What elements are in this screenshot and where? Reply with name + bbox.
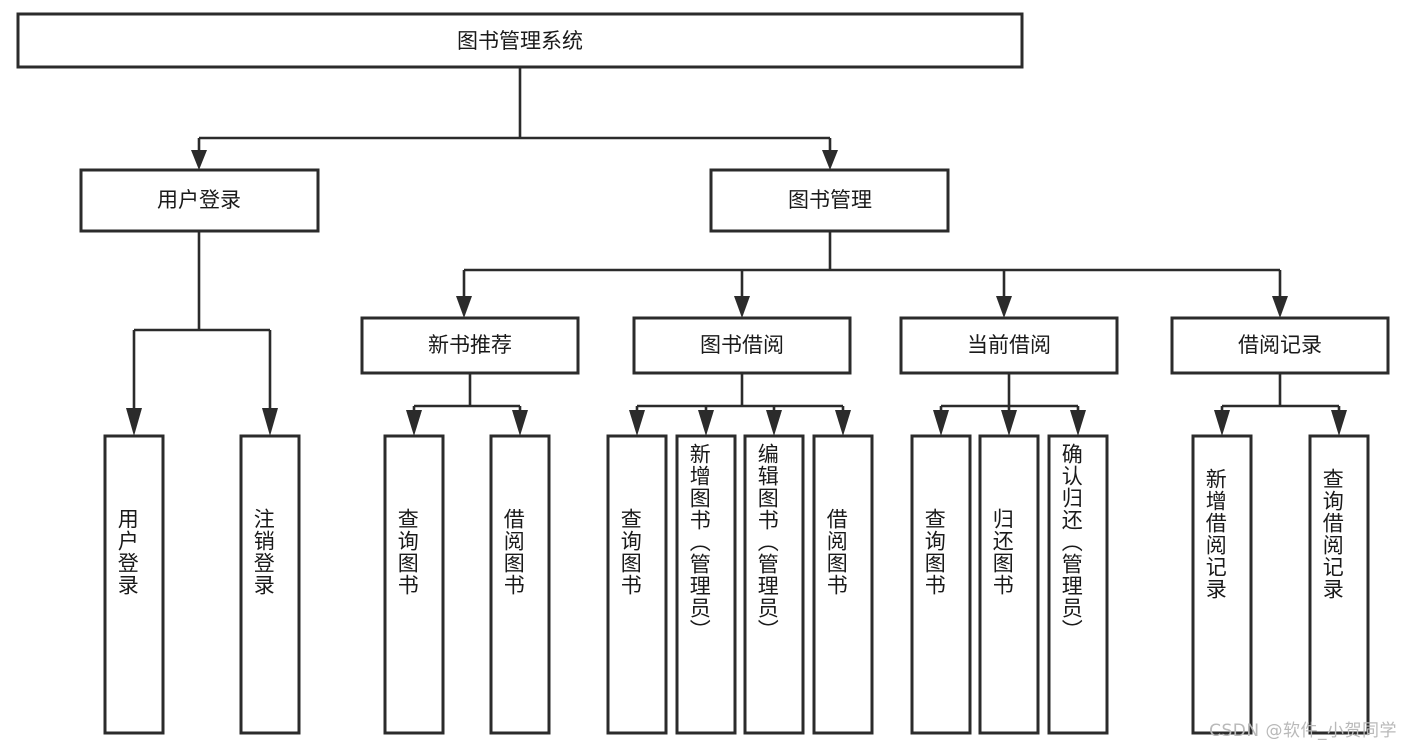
connector-group-user-login [126,231,278,436]
leaf-box-query-book-2[interactable] [606,434,668,735]
arrowhead-borrow-leaf-4-icon [835,410,851,436]
node-new-book-recommend-label: 新书推荐 [428,333,512,357]
node-book-borrow-box[interactable] [632,316,852,375]
node-borrow-record-label: 借阅记录 [1238,333,1322,357]
connector-group-new-book-rec [406,373,528,436]
arrowhead-newbook-leaf-1-icon [406,410,422,436]
leaf-box-add-book-admin[interactable] [675,434,737,735]
arrowhead-borrow-leaf-2-icon [698,410,714,436]
node-root-library-system[interactable]: 图书管理系统 [16,12,1024,69]
arrowhead-newbook-leaf-2-icon [512,410,528,436]
leaf-box-user-login[interactable] [103,434,165,735]
arrowhead-borrow-leaf-1-icon [629,410,645,436]
leaf-box-logout[interactable] [239,434,301,735]
arrowhead-book-child-1-icon [456,296,472,318]
watermark-text: CSDN @软件_小贺同学 [1209,721,1397,741]
node-book-management-box[interactable] [709,168,950,233]
node-book-borrow[interactable]: 图书借阅 [632,316,852,375]
connector-group-book-manage [456,231,1288,318]
arrowhead-record-leaf-2-icon [1331,410,1347,436]
node-root-box[interactable] [16,12,1024,69]
connector-group-root [191,67,838,170]
node-book-borrow-label: 图书借阅 [700,333,784,357]
leaf-box-query-book-3[interactable] [910,434,972,735]
connector-group-book-borrow [629,373,851,436]
node-book-management[interactable]: 图书管理 [709,168,950,233]
leaf-box-add-borrow-record[interactable] [1191,434,1253,735]
arrowhead-current-leaf-2-icon [1001,410,1017,436]
leaf-box-borrow-book-1[interactable] [489,434,551,735]
arrowhead-user-leaf-2-icon [262,408,278,436]
leaf-box-confirm-return-admin[interactable] [1047,434,1109,735]
arrowhead-current-leaf-3-icon [1070,410,1086,436]
node-user-login-label: 用户登录 [157,188,241,212]
node-user-login-box[interactable] [79,168,320,233]
node-new-book-recommend-box[interactable] [360,316,580,375]
arrowhead-book-child-2-icon [734,296,750,318]
node-current-borrow[interactable]: 当前借阅 [899,316,1119,375]
arrowhead-root-to-user-icon [191,150,207,170]
leaf-box-query-book-1[interactable] [383,434,445,735]
node-book-management-label: 图书管理 [788,188,872,212]
node-current-borrow-label: 当前借阅 [967,333,1051,357]
node-new-book-recommend[interactable]: 新书推荐 [360,316,580,375]
node-borrow-record-box[interactable] [1170,316,1390,375]
connector-group-borrow-record [1214,373,1347,436]
leaf-box-edit-book-admin[interactable] [743,434,805,735]
node-current-borrow-box[interactable] [899,316,1119,375]
leaf-box-query-borrow-record[interactable] [1308,434,1370,735]
leaf-box-return-book[interactable] [978,434,1040,735]
connector-group-current-borrow [933,373,1086,436]
arrowhead-book-child-4-icon [1272,296,1288,318]
arrowhead-book-child-3-icon [996,296,1012,318]
arrowhead-borrow-leaf-3-icon [766,410,782,436]
leaf-box-group [103,434,1370,735]
arrowhead-root-to-book-icon [822,150,838,170]
node-user-login[interactable]: 用户登录 [79,168,320,233]
arrowhead-current-leaf-1-icon [933,410,949,436]
arrowhead-record-leaf-1-icon [1214,410,1230,436]
node-borrow-record[interactable]: 借阅记录 [1170,316,1390,375]
node-root-label: 图书管理系统 [457,29,583,53]
leaf-box-borrow-book-2[interactable] [812,434,874,735]
arrowhead-user-leaf-1-icon [126,408,142,436]
